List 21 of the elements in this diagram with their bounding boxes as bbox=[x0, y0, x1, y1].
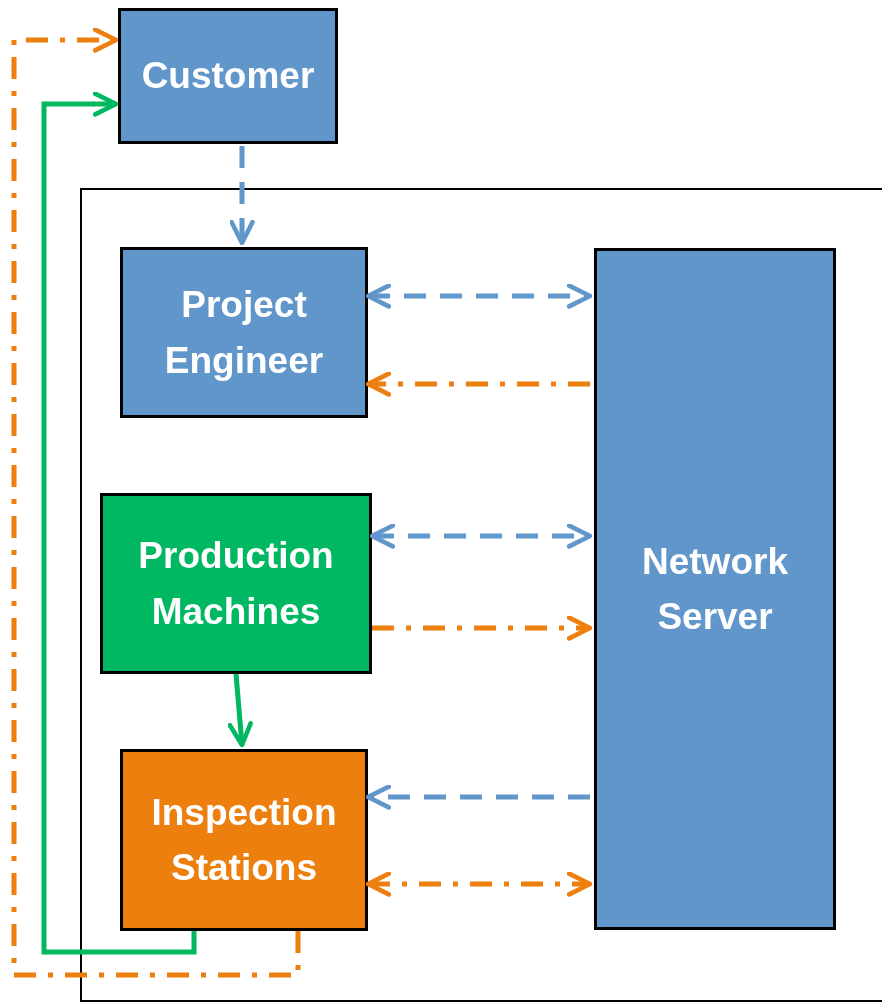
arrow bbox=[227, 673, 253, 748]
server-box bbox=[594, 248, 836, 930]
node-label: Inspection Stations bbox=[150, 790, 338, 890]
arrow bbox=[11, 27, 301, 978]
process-box bbox=[120, 749, 368, 931]
arrow bbox=[365, 871, 593, 897]
arrow bbox=[41, 91, 197, 955]
node-label: Production Machines bbox=[137, 534, 335, 634]
process-box bbox=[118, 8, 338, 144]
container-box bbox=[80, 188, 882, 1002]
node-label: Project Engineer bbox=[163, 283, 325, 383]
arrow bbox=[369, 523, 593, 549]
node-label: Network Server bbox=[641, 539, 789, 639]
arrow bbox=[365, 283, 593, 309]
arrow bbox=[372, 615, 593, 641]
arrow bbox=[229, 146, 255, 246]
process-box bbox=[100, 493, 372, 674]
arrow bbox=[365, 784, 590, 810]
process-box bbox=[120, 247, 368, 418]
arrow bbox=[365, 371, 590, 397]
node-label: Customer bbox=[140, 54, 316, 99]
